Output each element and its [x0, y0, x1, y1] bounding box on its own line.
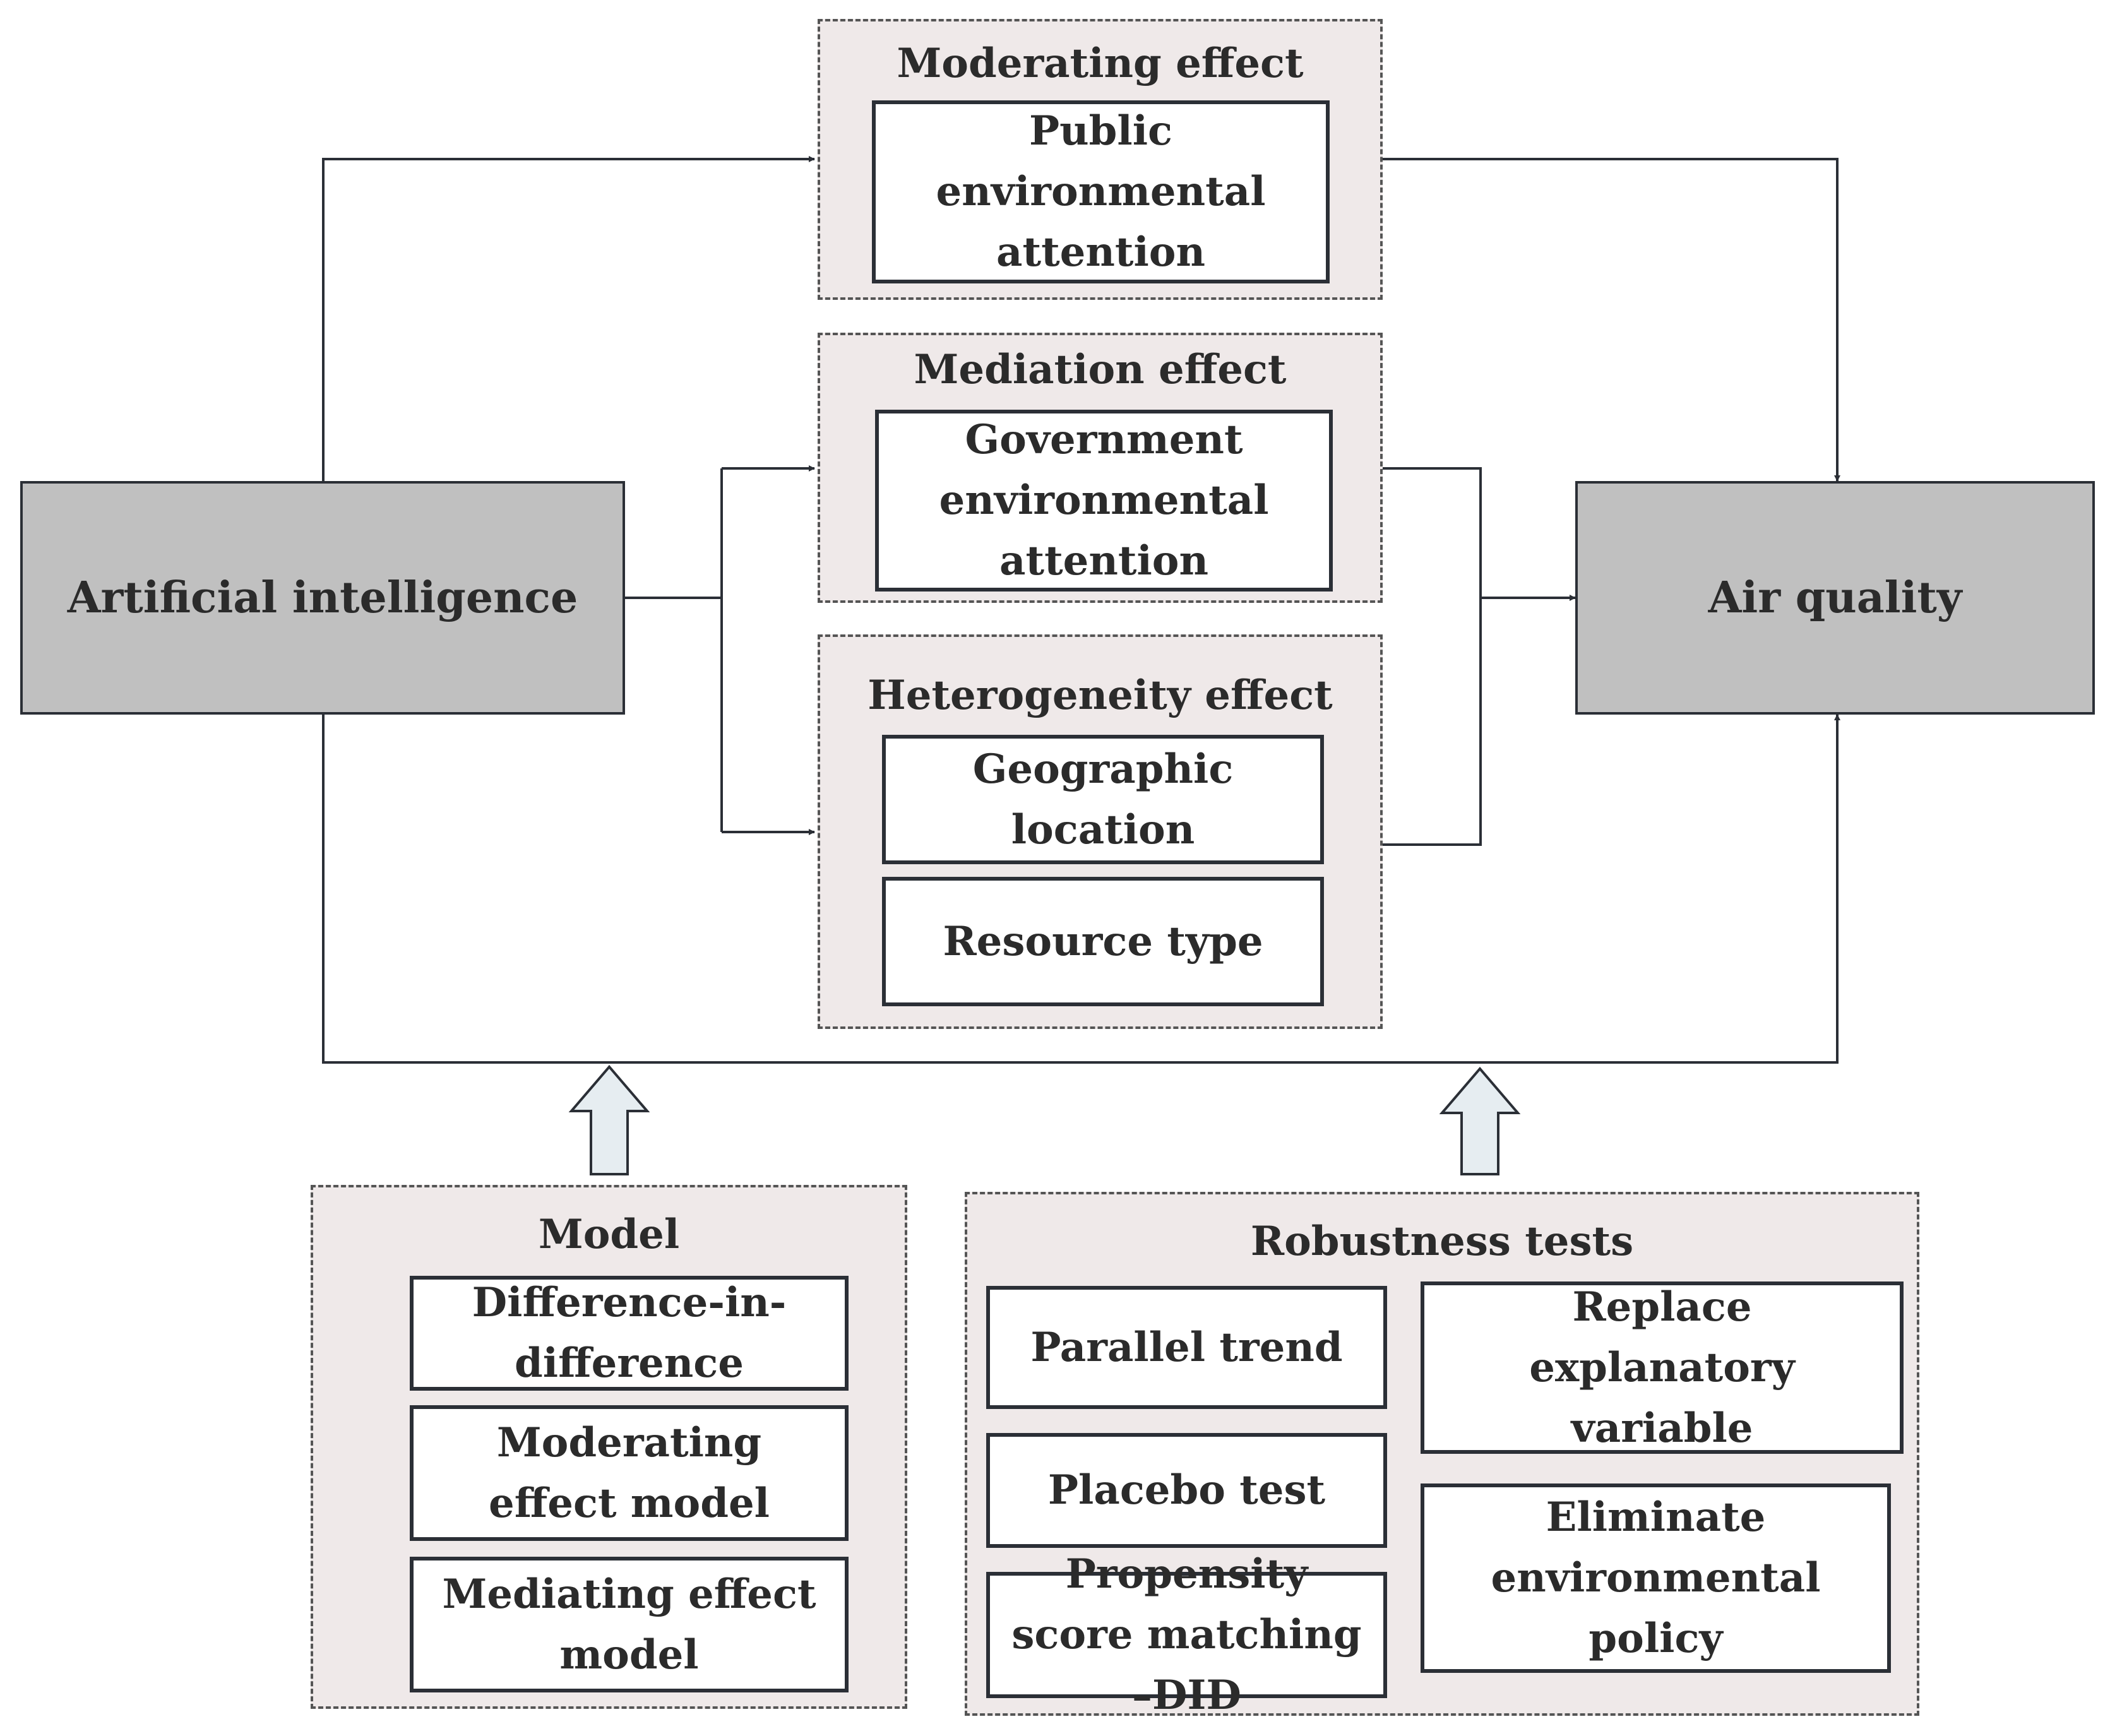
placebo-test-label: Placebo test — [1047, 1466, 1326, 1514]
model-group: Model Difference-in-difference Moderatin… — [311, 1185, 907, 1709]
propensity-score-matching-did-label: Propensity score matching –DID — [1011, 1550, 1362, 1719]
public-environmental-attention-label: Public environmental attention — [936, 107, 1266, 276]
difference-in-difference-box: Difference-in-difference — [410, 1276, 849, 1391]
moderating-effect-model-label: Moderating effect model — [489, 1418, 770, 1527]
line-mediation-out — [1383, 467, 1482, 846]
parallel-trend-box: Parallel trend — [986, 1286, 1387, 1409]
public-environmental-attention-box: Public environmental attention — [872, 100, 1330, 283]
moderating-effect-model-box: Moderating effect model — [410, 1405, 849, 1541]
government-environmental-attention-label: Government environmental attention — [939, 416, 1269, 585]
geographic-location-label: Geographic location — [972, 745, 1234, 853]
arrow-ai-to-moderating — [322, 156, 815, 481]
robustness-tests-title: Robustness tests — [1250, 1218, 1634, 1265]
eliminate-environmental-policy-label: Eliminate environmental policy — [1491, 1494, 1821, 1662]
artificial-intelligence-label: Artificial intelligence — [67, 573, 578, 623]
propensity-score-matching-did-box: Propensity score matching –DID — [986, 1550, 1387, 1719]
resource-type-box: Resource type — [882, 877, 1324, 1006]
eliminate-environmental-policy-box: Eliminate environmental policy — [1421, 1483, 1891, 1673]
robustness-tests-group: Robustness tests Parallel trend Placebo … — [965, 1192, 1919, 1719]
parallel-trend-label: Parallel trend — [1030, 1323, 1343, 1371]
replace-explanatory-variable-label: Replace explanatory variable — [1529, 1283, 1795, 1452]
arrow-ai-direct-to-air — [322, 714, 1840, 1064]
mediation-effect-title: Mediation effect — [914, 346, 1287, 393]
resource-type-label: Resource type — [943, 917, 1263, 965]
mediating-effect-model-label: Mediating effect model — [442, 1570, 816, 1679]
heterogeneity-effect-title: Heterogeneity effect — [867, 672, 1333, 719]
placebo-test-box: Placebo test — [986, 1433, 1387, 1548]
geographic-location-box: Geographic location — [882, 735, 1324, 864]
model-up-arrow-icon — [568, 1064, 650, 1175]
moderating-effect-group: Moderating effect Public environmental a… — [818, 19, 1383, 300]
mediating-effect-model-box: Mediating effect model — [410, 1557, 849, 1692]
arrow-moderating-to-air — [1383, 158, 1840, 482]
moderating-effect-title: Moderating effect — [897, 40, 1304, 87]
replace-explanatory-variable-box: Replace explanatory variable — [1421, 1281, 1904, 1454]
artificial-intelligence-node: Artificial intelligence — [20, 481, 625, 715]
government-environmental-attention-box: Government environmental attention — [875, 410, 1333, 592]
heterogeneity-effect-group: Heterogeneity effect Geographic location… — [818, 634, 1383, 1029]
robustness-up-arrow-icon — [1439, 1066, 1521, 1175]
model-title: Model — [538, 1211, 680, 1258]
air-quality-node: Air quality — [1575, 481, 2095, 715]
air-quality-label: Air quality — [1708, 573, 1962, 623]
mediation-effect-group: Mediation effect Government environmenta… — [818, 333, 1383, 603]
difference-in-difference-label: Difference-in-difference — [472, 1279, 787, 1387]
